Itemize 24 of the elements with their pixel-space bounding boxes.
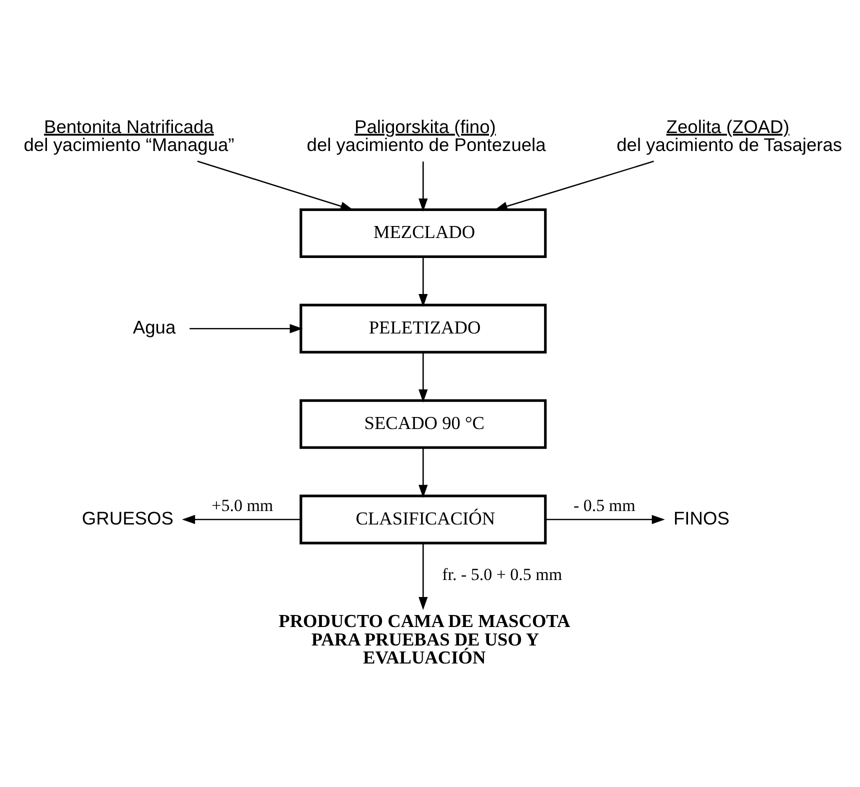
arrow xyxy=(418,542,428,610)
arrow xyxy=(546,514,665,524)
node-text: Paligorskita (fino) del yacimiento de Pontezuela xyxy=(306,115,546,155)
arrow xyxy=(418,352,428,402)
arrow xyxy=(190,324,303,333)
edge-label: fr. - 5.0 + 0.5 mm xyxy=(442,564,562,584)
arrow xyxy=(418,447,428,498)
node-box: SECADO 90 °C xyxy=(300,398,547,448)
node-box: PELETIZADO xyxy=(300,303,547,353)
node-text: GRUESOS xyxy=(82,506,174,528)
node-box: CLASIFICACIÓN xyxy=(300,494,547,544)
node-text: FINOS xyxy=(673,506,730,528)
arrow xyxy=(418,256,428,307)
node-text: Bentonita Natrificada del yacimiento “Managua” xyxy=(24,115,234,155)
arrow xyxy=(197,160,354,210)
arrow xyxy=(182,514,300,524)
arrow xyxy=(418,161,428,212)
node-text: PRODUCTO CAMA DE MASCOTA PARA PRUEBAS DE USO Y EVALUACIÓN xyxy=(278,610,570,668)
edge-label: - 0.5 mm xyxy=(573,495,636,514)
node-text: Agua xyxy=(132,316,176,337)
arrow xyxy=(494,160,654,210)
edge-label: +5.0 mm xyxy=(212,495,274,514)
node-text: Zeolita (ZOAD) del yacimiento de Tasajeras xyxy=(616,115,842,155)
node-box: MEZCLADO xyxy=(300,208,547,258)
